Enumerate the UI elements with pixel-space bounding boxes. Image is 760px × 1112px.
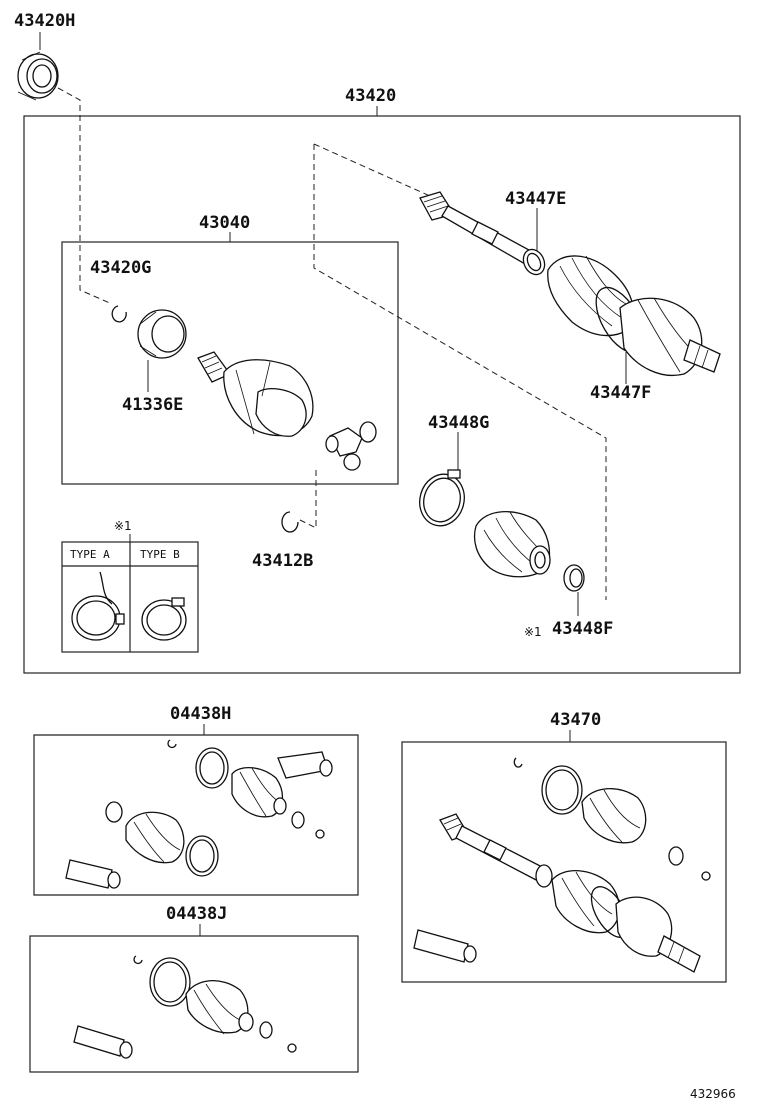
label-43448F: 43448F bbox=[552, 619, 613, 639]
label-43447F: 43447F bbox=[590, 383, 651, 403]
label-43420G: 43420G bbox=[90, 258, 151, 278]
label-04438H: 04438H bbox=[170, 704, 231, 724]
label-43420H: 43420H bbox=[14, 11, 75, 31]
dash-shaft-envelope bbox=[313, 144, 607, 600]
inner-boot-part bbox=[473, 510, 551, 578]
boot-clamp-43448G-part bbox=[419, 469, 465, 527]
snap-ring-43412B-part bbox=[281, 511, 299, 533]
inner-joint-housing-part bbox=[197, 351, 314, 437]
snap-ring-43420G-part bbox=[111, 305, 127, 323]
label-43420: 43420 bbox=[345, 86, 396, 106]
box-43420 bbox=[23, 115, 741, 674]
type-b-label: TYPE B bbox=[140, 548, 180, 561]
label-43040: 43040 bbox=[199, 213, 250, 233]
dash-43420H bbox=[57, 87, 113, 305]
label-43447E: 43447E bbox=[505, 189, 566, 209]
box-04438J bbox=[29, 935, 359, 1073]
note-mark-bottom: ※1 bbox=[524, 625, 542, 639]
shaft-assembly-43470-part bbox=[413, 757, 711, 973]
tripod-spider-part bbox=[325, 421, 377, 471]
label-43448G: 43448G bbox=[428, 413, 489, 433]
clamp-type-legend: TYPE A TYPE B bbox=[61, 541, 199, 653]
dash-shaft-top bbox=[313, 143, 431, 197]
label-41336E: 41336E bbox=[122, 395, 183, 415]
box-43040 bbox=[61, 241, 399, 485]
boot-kit-04438J-part bbox=[73, 955, 297, 1059]
boot-clamp-43448F-part bbox=[563, 564, 585, 592]
ring-41336E-part bbox=[137, 309, 187, 359]
box-04438H bbox=[33, 734, 359, 896]
oil-seal-43420H-part bbox=[17, 51, 59, 101]
box-43470 bbox=[401, 741, 727, 983]
type-a-label: TYPE A bbox=[70, 548, 110, 561]
figure-number: 432966 bbox=[690, 1087, 736, 1101]
note-mark-top: ※1 bbox=[114, 519, 132, 533]
dash-43412B bbox=[299, 470, 317, 529]
label-43470: 43470 bbox=[550, 710, 601, 730]
drive-shaft-part bbox=[419, 191, 721, 376]
boot-kit-04438H-part bbox=[65, 739, 333, 889]
label-04438J: 04438J bbox=[166, 904, 227, 924]
label-43412B: 43412B bbox=[252, 551, 313, 571]
